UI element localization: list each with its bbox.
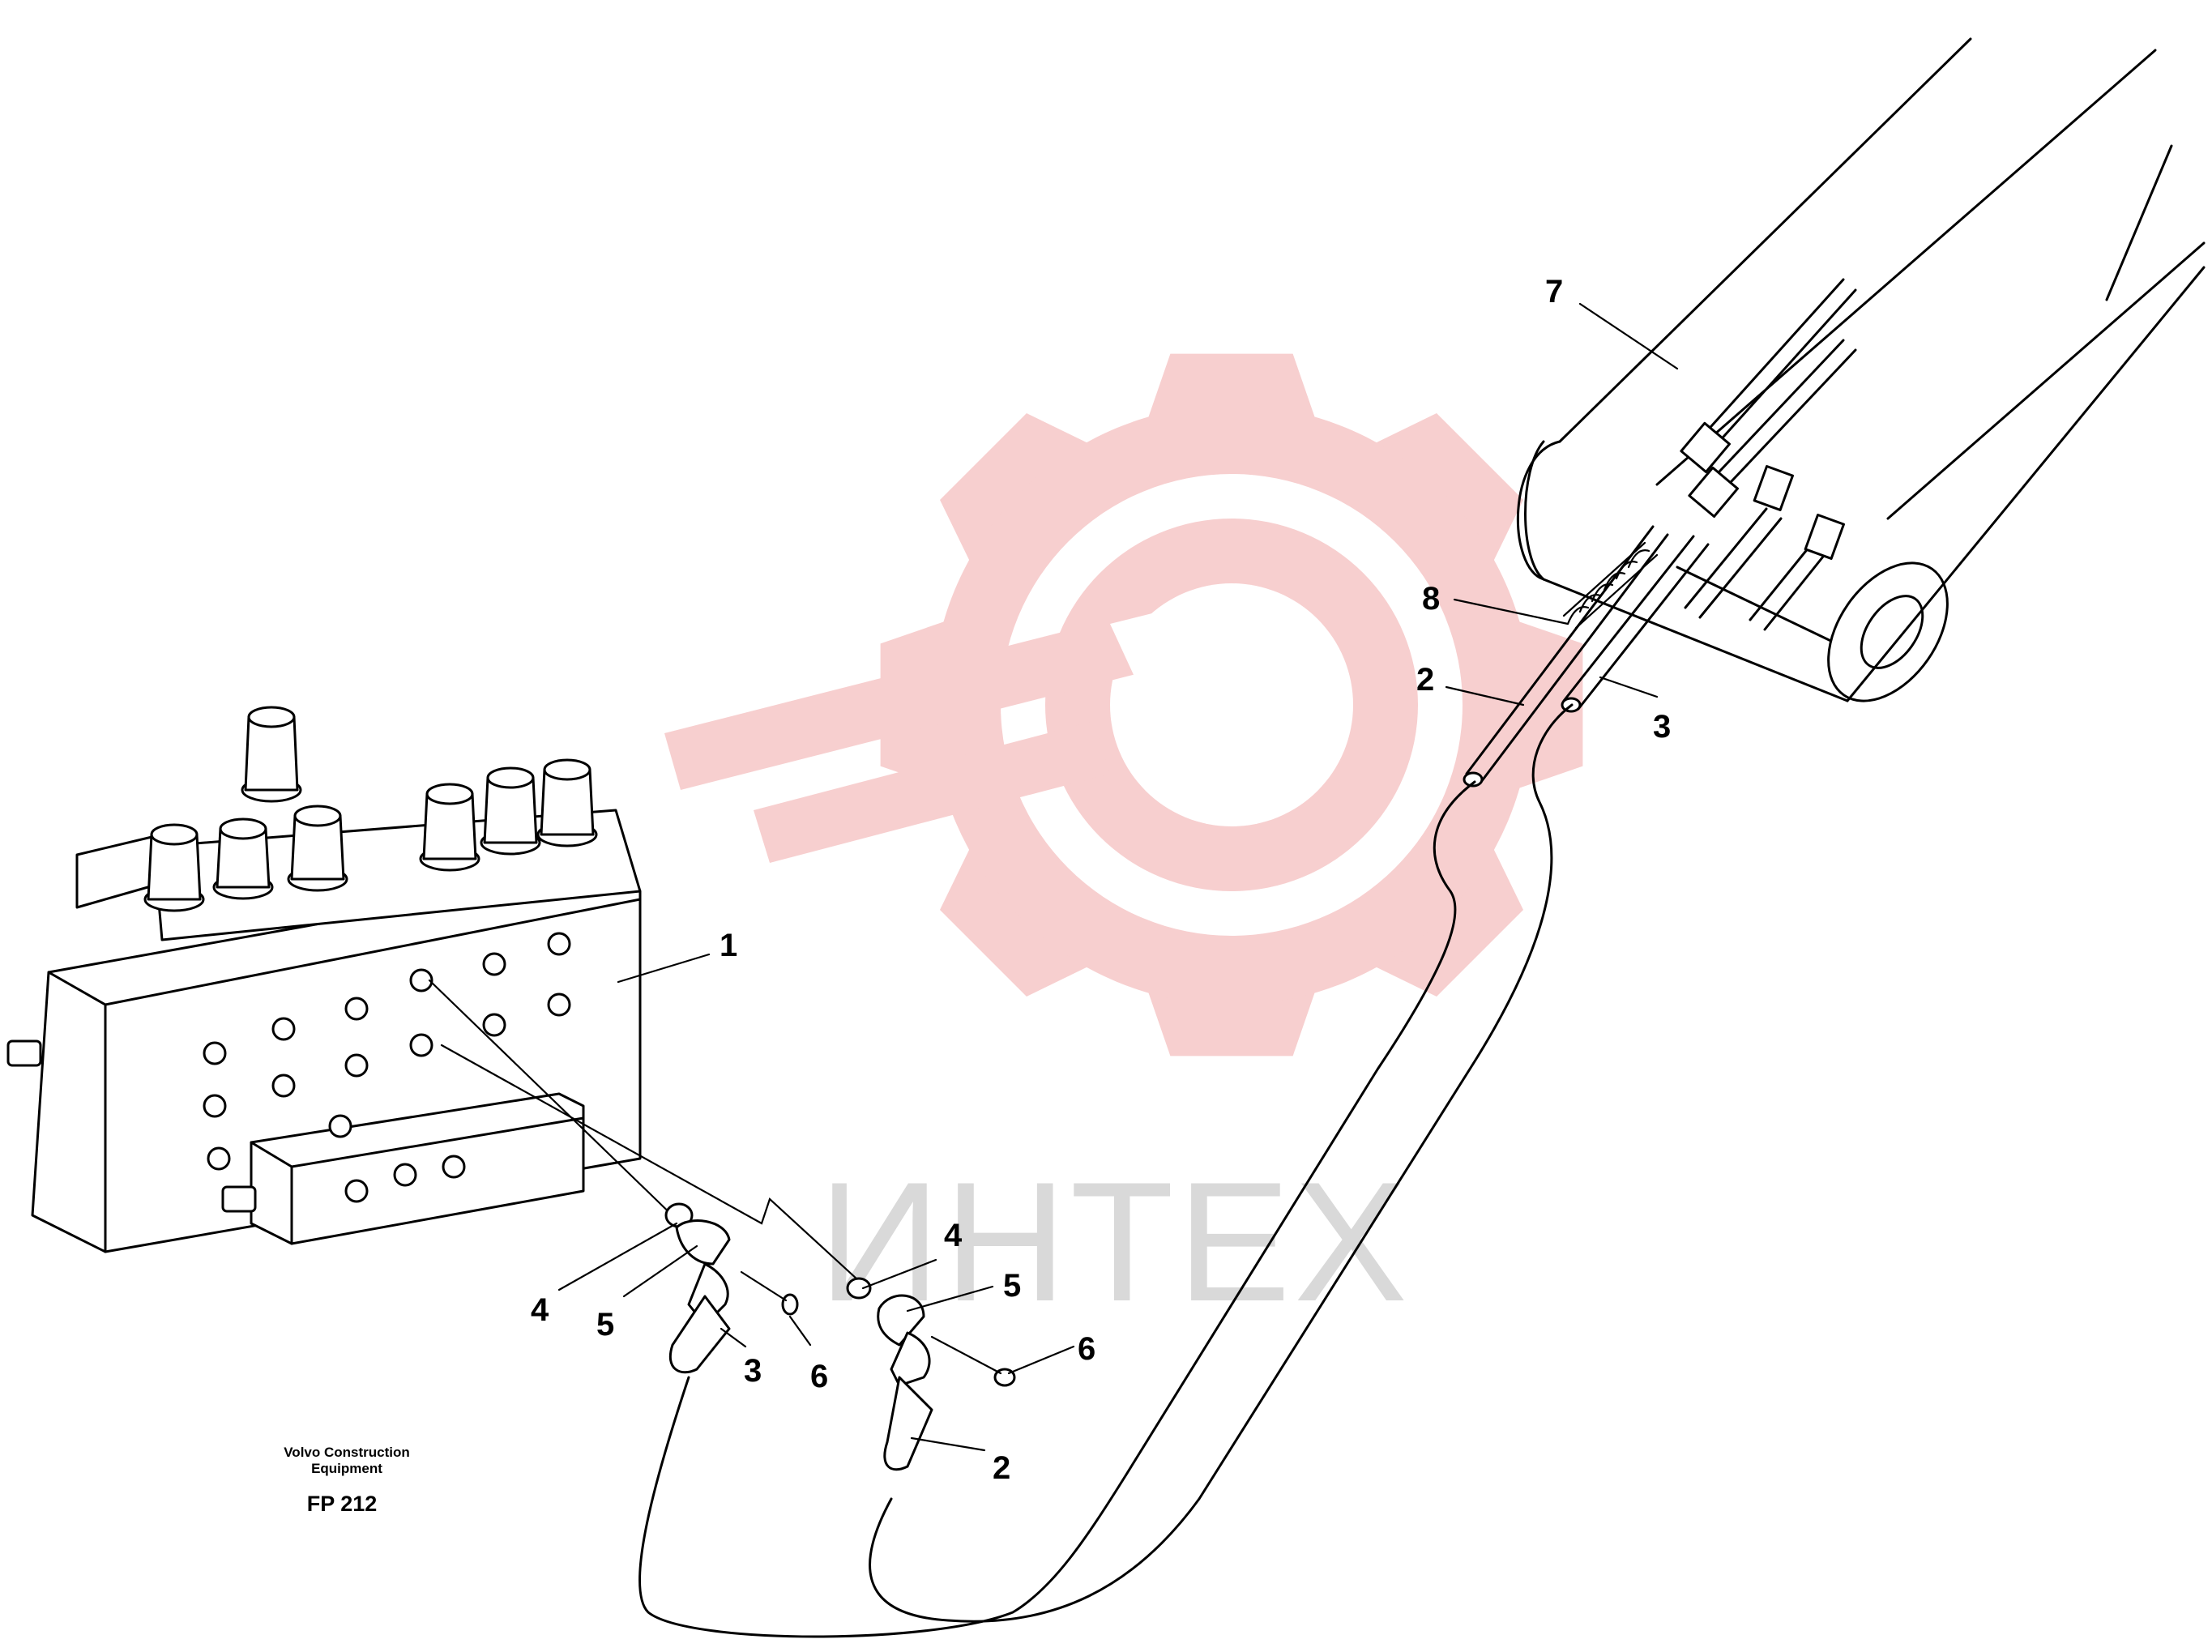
port [344, 1179, 369, 1203]
boom-pipes [1463, 278, 1857, 788]
port [203, 1041, 227, 1065]
hose-assembly [638, 703, 1574, 1638]
caption-line-1: Volvo Construction [284, 1445, 410, 1460]
port [409, 1033, 433, 1057]
solenoid [143, 823, 205, 912]
port [328, 1114, 352, 1138]
port [271, 1074, 296, 1098]
port [482, 1013, 506, 1037]
figure-code: FP 212 [307, 1492, 378, 1516]
spiral-guard [1562, 541, 1659, 630]
solenoid [480, 766, 541, 856]
callout-5-left: 5 [596, 1307, 614, 1343]
port [203, 1094, 227, 1118]
port [547, 992, 571, 1017]
callout-6-left: 6 [810, 1359, 828, 1394]
caption-block: Volvo Construction Equipment FP 212 [284, 1445, 410, 1516]
port [482, 952, 506, 976]
port [442, 1155, 466, 1179]
callout-2-bottom: 2 [993, 1450, 1010, 1486]
port [207, 1146, 231, 1171]
caption-line-2: Equipment [311, 1461, 382, 1476]
solenoid [536, 758, 598, 847]
solenoid [241, 706, 302, 803]
solenoid [287, 805, 348, 892]
callout-3-top: 3 [1653, 709, 1671, 745]
solenoid [419, 783, 480, 872]
callout-3-mid: 3 [744, 1353, 762, 1389]
port [547, 932, 571, 956]
port [393, 1163, 417, 1187]
port [271, 1017, 296, 1041]
callout-6-right: 6 [1078, 1331, 1095, 1367]
solenoid [212, 817, 274, 900]
boom-arm [1516, 37, 2206, 702]
callout-1: 1 [720, 928, 737, 963]
callout-2-top: 2 [1416, 662, 1434, 698]
port [344, 997, 369, 1021]
callout-labels: 1 7 8 2 3 4 5 3 6 4 5 6 2 [531, 274, 1671, 1486]
callout-leaders [557, 302, 1679, 1452]
fitting-group-right [846, 1277, 1016, 1471]
port [344, 1053, 369, 1078]
port [409, 968, 433, 992]
leader-lines [428, 979, 869, 1290]
callout-8: 8 [1422, 581, 1440, 617]
callout-4-left: 4 [531, 1292, 549, 1328]
control-valve-block [6, 706, 642, 1253]
fitting-group-left [664, 1202, 799, 1374]
callout-5-right: 5 [1003, 1268, 1021, 1304]
callout-7: 7 [1545, 274, 1563, 309]
callout-4-right: 4 [944, 1218, 963, 1253]
watermark-gear-logo [664, 353, 1583, 1057]
